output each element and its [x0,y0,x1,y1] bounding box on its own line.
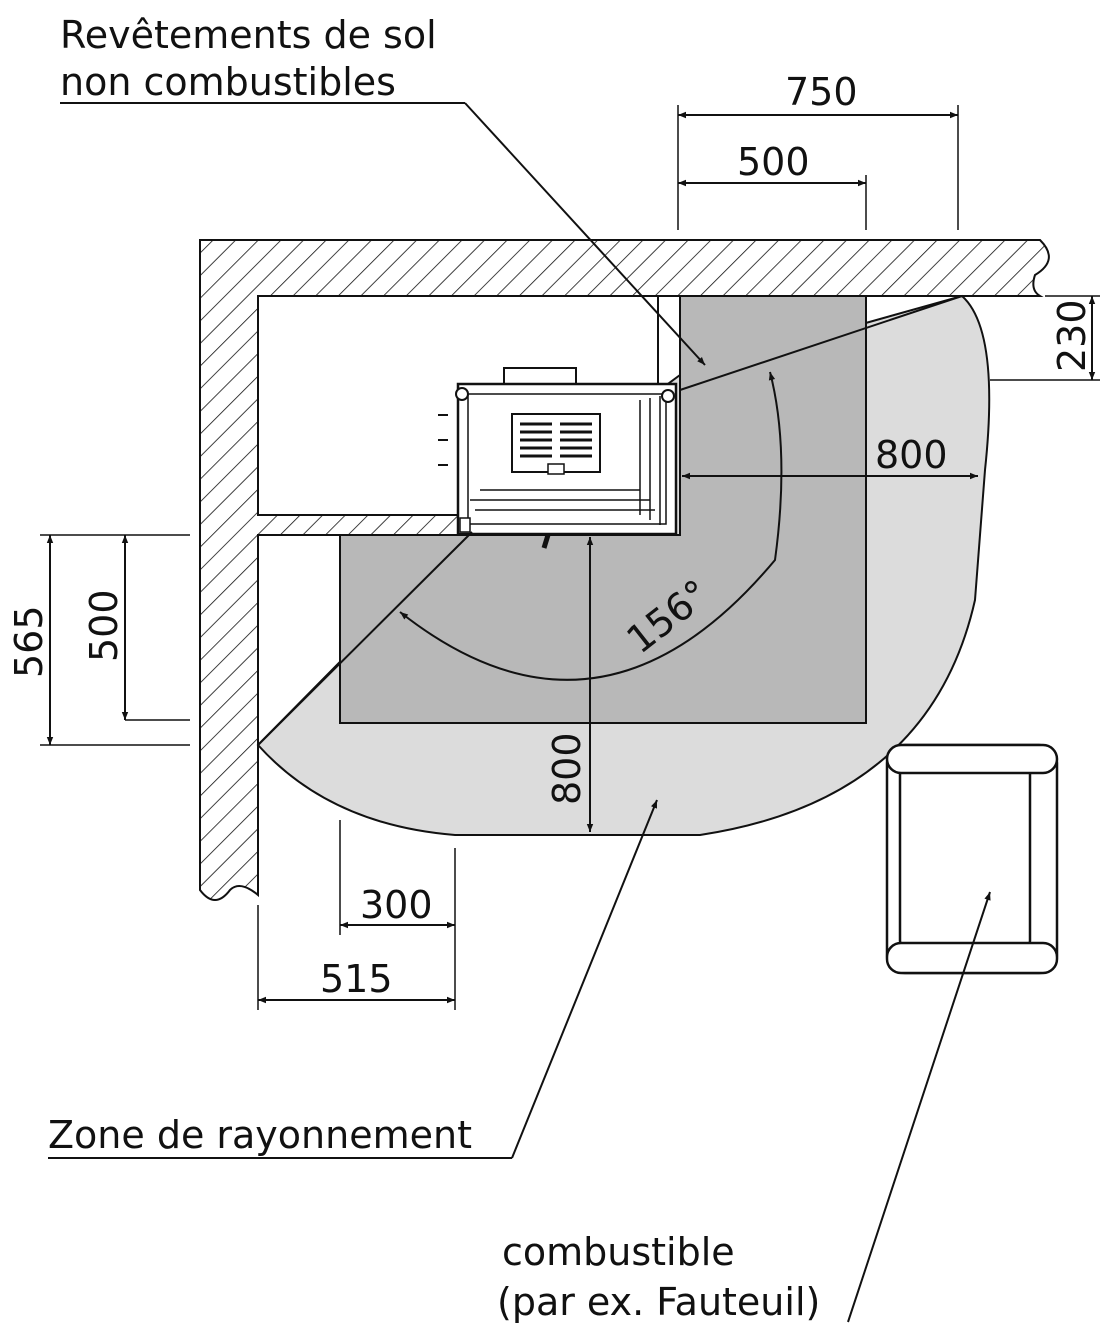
fireplace-insert [438,367,678,549]
floor-covering-callout: Revêtements de sol non combustibles [60,13,706,366]
angle-arc [399,371,783,681]
combustible-callout: combustible (par ex. Fauteuil) [497,891,991,1324]
svg-text:Zone de rayonnement: Zone de rayonnement [48,1113,472,1157]
svg-text:combustible: combustible [502,1230,735,1274]
dim-front-radius: 800 [545,732,589,805]
armchair [885,743,1059,975]
svg-text:(par ex. Fauteuil): (par ex. Fauteuil) [497,1280,820,1324]
radiation-zone-callout: Zone de rayonnement [48,799,658,1159]
dim-bottom-inner: 300 [360,883,433,927]
dim-bottom-outer: 515 [320,957,393,1001]
dim-left-outer: 565 [7,605,51,678]
dim-left-inner: 500 [82,589,126,662]
dim-top-inner: 500 [737,140,810,184]
dim-top-outer: 750 [785,70,858,114]
dim-right-offset: 230 [1050,299,1094,372]
svg-text:Revêtements de sol: Revêtements de sol [60,13,437,57]
svg-text:non combustibles: non combustibles [60,60,396,104]
dim-side-radius: 800 [875,433,948,477]
